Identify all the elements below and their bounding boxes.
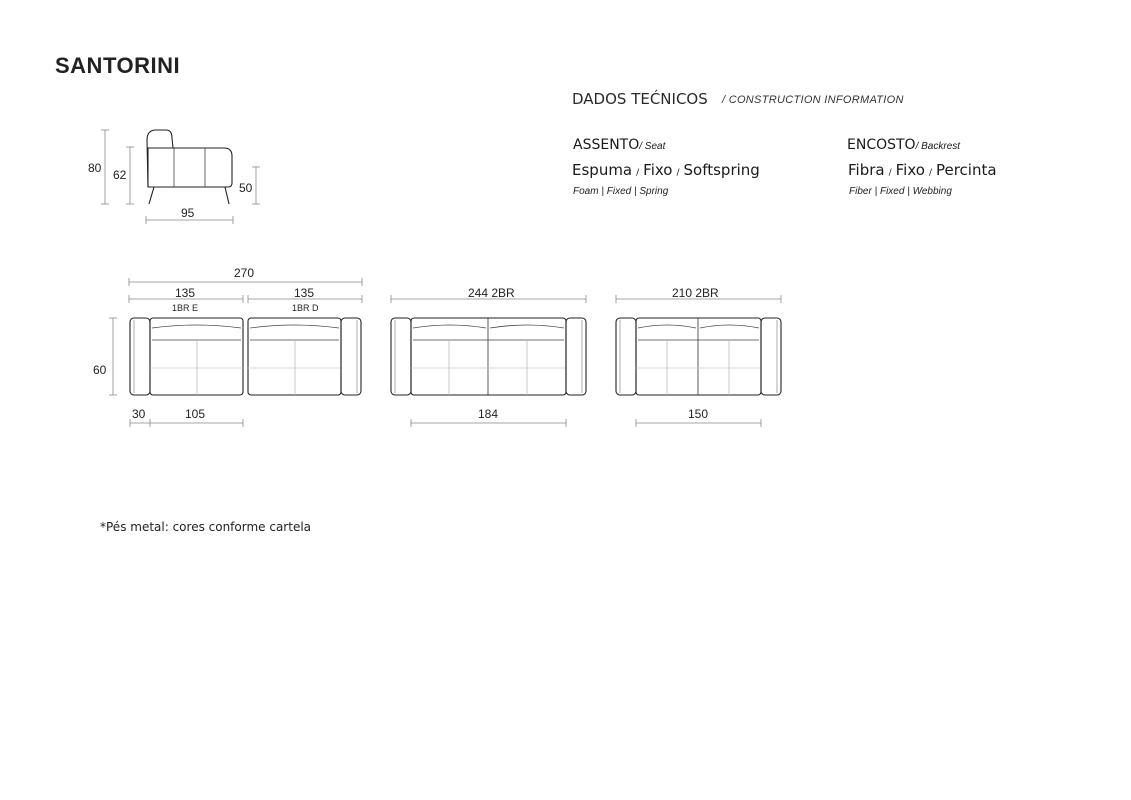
sofa-210-drawing xyxy=(615,295,782,427)
sofa-244-label: 244 2BR xyxy=(468,286,515,300)
seat-width-label: 105 xyxy=(185,407,205,421)
legs-note: *Pés metal: cores conforme cartela xyxy=(100,520,312,534)
seat-sep-en-1: | xyxy=(601,186,604,197)
side-height-total-label: 80 xyxy=(88,161,102,175)
side-view-drawing xyxy=(101,129,260,224)
side-depth-label: 95 xyxy=(181,206,195,220)
technical-data-subheading: / CONSTRUCTION INFORMATION xyxy=(722,94,904,106)
module-left-width-label: 135 xyxy=(175,286,195,300)
backrest-label: ENCOSTO xyxy=(847,137,916,153)
total-width-label: 270 xyxy=(234,266,254,280)
backrest-spec-en-1: Fiber xyxy=(849,186,872,197)
seat-spec-en-2: Fixed xyxy=(606,186,632,197)
backrest-specs-en: Fiber | Fixed | Webbing xyxy=(849,186,952,197)
seat-label: ASSENTO xyxy=(573,137,640,153)
side-height-back-label: 62 xyxy=(113,168,127,182)
seat-spec-en-1: Foam xyxy=(573,186,599,197)
backrest-spec-2: Fixo xyxy=(895,161,925,179)
module-left-code-label: 1BR E xyxy=(172,303,198,313)
sofa-244-drawing xyxy=(390,295,587,427)
sofa-210-label: 210 2BR xyxy=(672,286,719,300)
seat-spec-en-3: Spring xyxy=(639,186,669,197)
backrest-sep-1: / xyxy=(888,168,892,178)
module-right-width-label: 135 xyxy=(294,286,314,300)
backrest-sep-en-1: | xyxy=(874,186,878,197)
seat-spec-3: Softspring xyxy=(683,161,760,179)
sofa-244-seat-width-label: 184 xyxy=(478,407,498,421)
module-depth-label: 60 xyxy=(93,363,107,377)
seat-sep-1: / xyxy=(636,168,640,178)
seat-spec-2: Fixo xyxy=(643,161,673,179)
seat-sep-2: / xyxy=(676,168,680,178)
backrest-label-en: / Backrest xyxy=(915,141,961,152)
module-right-code-label: 1BR D xyxy=(292,303,319,313)
arm-width-label: 30 xyxy=(132,407,146,421)
backrest-spec-3: Percinta xyxy=(935,161,997,179)
seat-spec-1: Espuma xyxy=(572,161,633,179)
backrest-spec-en-3: Webbing xyxy=(912,186,952,197)
seat-specs-en: Foam | Fixed | Spring xyxy=(573,186,668,197)
backrest-sep-en-2: | xyxy=(907,186,910,197)
sofa-210-seat-width-label: 150 xyxy=(688,407,708,421)
side-height-seat-label: 50 xyxy=(239,181,253,195)
backrest-specs: Fibra/Fixo/Percinta xyxy=(848,161,997,179)
modular-sofa-drawing xyxy=(109,278,363,427)
backrest-heading: ENCOSTO/ Backrest xyxy=(847,137,960,153)
seat-heading: ASSENTO/ Seat xyxy=(573,137,665,153)
backrest-sep-2: / xyxy=(928,168,932,178)
product-title: SANTORINI xyxy=(55,53,181,78)
backrest-spec-en-2: Fixed xyxy=(879,186,905,197)
seat-label-en: / Seat xyxy=(639,141,666,152)
backrest-spec-1: Fibra xyxy=(848,161,885,179)
seat-specs: Espuma/Fixo/Softspring xyxy=(572,161,760,179)
technical-data-heading: DADOS TEĆNICOS xyxy=(572,90,708,108)
seat-sep-en-2: | xyxy=(633,186,637,197)
